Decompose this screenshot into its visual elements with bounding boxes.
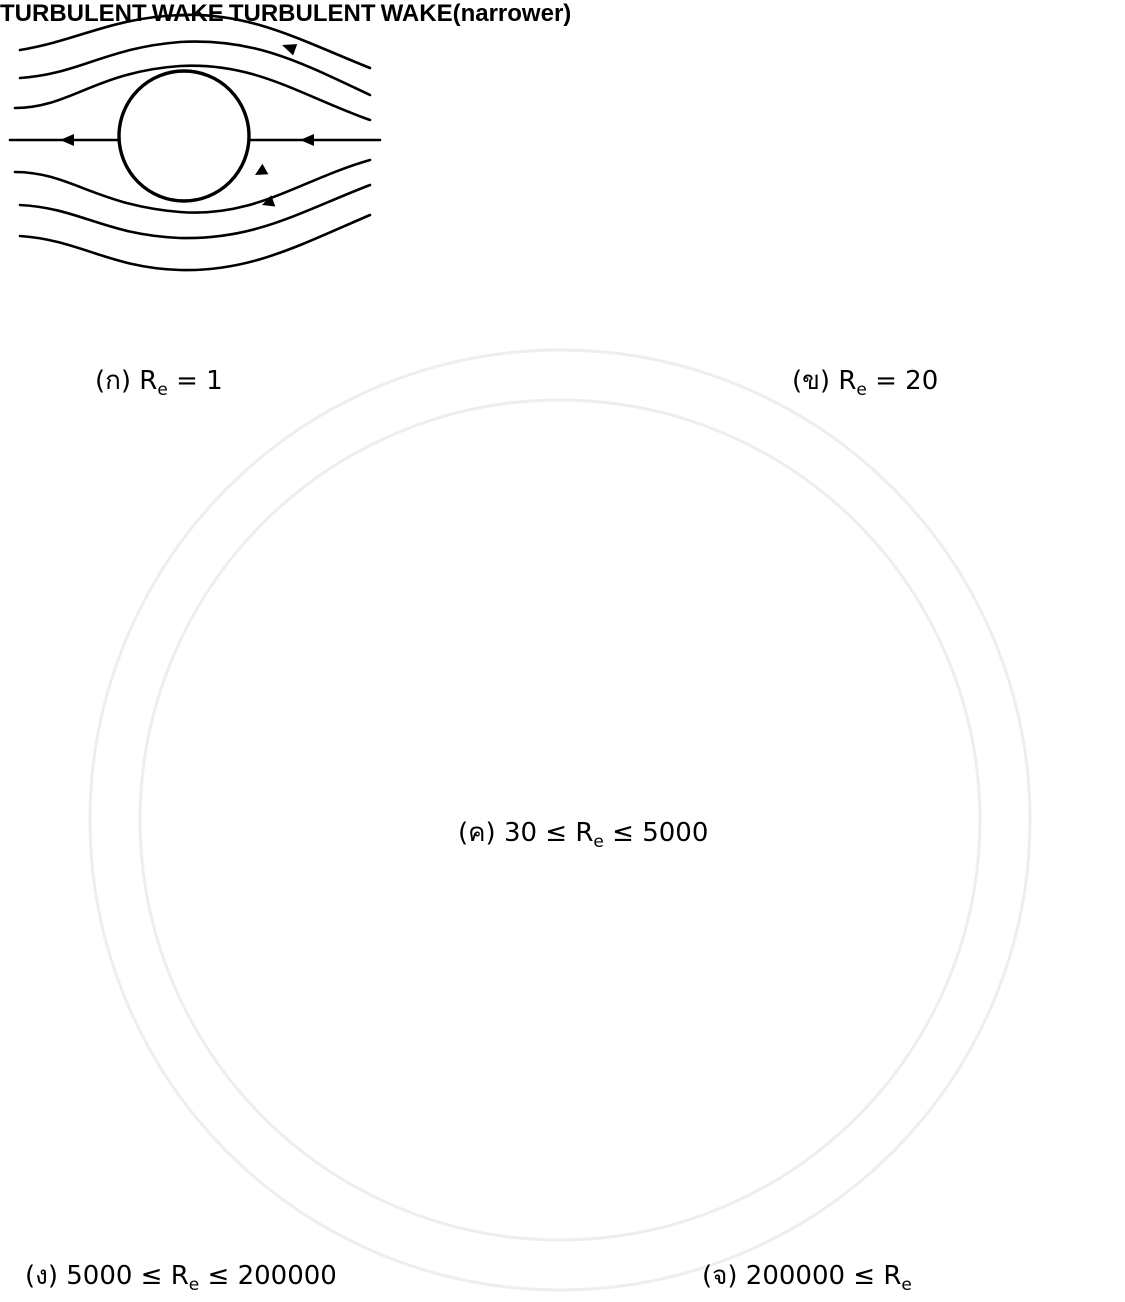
- caption-b-suffix: = 20: [867, 366, 938, 396]
- caption-a-suffix: = 1: [168, 366, 223, 396]
- caption-c-prefix: (ค) 30 ≤ R: [458, 818, 593, 848]
- caption-e-prefix: (จ) 200000 ≤ R: [702, 1261, 901, 1291]
- caption-b-sub: e: [856, 380, 866, 400]
- caption-c-sub: e: [593, 832, 603, 852]
- caption-a-prefix: (ก) R: [95, 366, 157, 396]
- caption-d: (ง) 5000 ≤ Re ≤ 200000: [25, 1255, 337, 1296]
- caption-e-sub: e: [901, 1275, 911, 1295]
- caption-c: (ค) 30 ≤ Re ≤ 5000: [458, 812, 708, 853]
- caption-a: (ก) Re = 1: [95, 360, 223, 401]
- caption-e: (จ) 200000 ≤ Re: [702, 1255, 912, 1296]
- panel-a-flow: [10, 15, 380, 270]
- streamline: [20, 215, 370, 270]
- caption-b-prefix: (ข) R: [792, 366, 856, 396]
- caption-d-prefix: (ง) 5000 ≤ R: [25, 1261, 189, 1291]
- caption-d-sub: e: [189, 1275, 199, 1295]
- caption-c-suffix: ≤ 5000: [604, 818, 708, 848]
- caption-d-suffix: ≤ 200000: [199, 1261, 337, 1291]
- caption-b: (ข) Re = 20: [792, 360, 938, 401]
- cylinder: [119, 71, 249, 201]
- caption-a-sub: e: [157, 380, 167, 400]
